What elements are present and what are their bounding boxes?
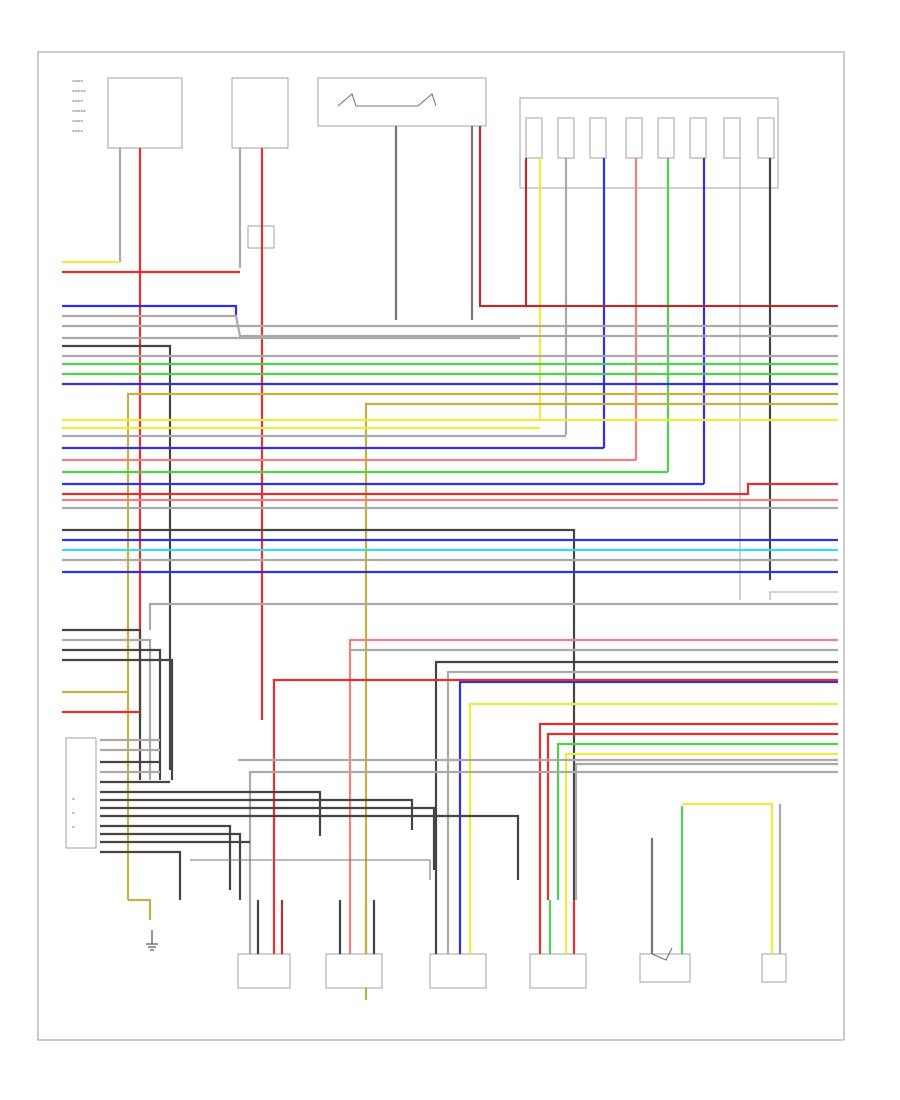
component-connector-block-top-right: [519, 97, 779, 189]
component-bottom-sensor-1: [237, 900, 291, 989]
component-bottom-sensor-4: [529, 900, 587, 989]
svg-text:▪▪▪▪▪: ▪▪▪▪▪: [72, 108, 86, 113]
svg-text:▪▪▪▪: ▪▪▪▪: [72, 98, 83, 103]
bus-wires-middle: [62, 528, 838, 900]
svg-text:▪: ▪: [72, 796, 75, 801]
component-bottom-sensor-2: [325, 900, 383, 989]
component-switch-box-top: [317, 77, 487, 127]
bus-wires-upper: [62, 126, 838, 1000]
diagram-frame: [37, 51, 845, 1041]
component-control-unit-lower-left: ▪ ▪ ▪: [65, 737, 97, 849]
svg-text:▪▪▪▪: ▪▪▪▪: [72, 118, 83, 123]
svg-text:▪: ▪: [72, 824, 75, 829]
bus-wires-lower: [62, 628, 838, 900]
component-bottom-switch: [639, 806, 691, 983]
svg-text:▪▪▪▪: ▪▪▪▪: [72, 128, 83, 133]
top-vertical-wires: [118, 126, 772, 720]
component-bottom-sensor-3: [429, 900, 487, 989]
control-unit-harness: [100, 738, 520, 920]
ground-symbol: [146, 930, 158, 951]
component-sensor-a-top-left: ▪▪▪▪ ▪▪▪▪▪ ▪▪▪▪ ▪▪▪▪▪ ▪▪▪▪ ▪▪▪▪: [72, 77, 183, 149]
svg-text:▪▪▪▪: ▪▪▪▪: [72, 78, 83, 83]
svg-text:▪: ▪: [72, 810, 75, 815]
svg-text:▪▪▪▪▪: ▪▪▪▪▪: [72, 88, 86, 93]
component-bottom-right-sensor: [682, 802, 787, 983]
